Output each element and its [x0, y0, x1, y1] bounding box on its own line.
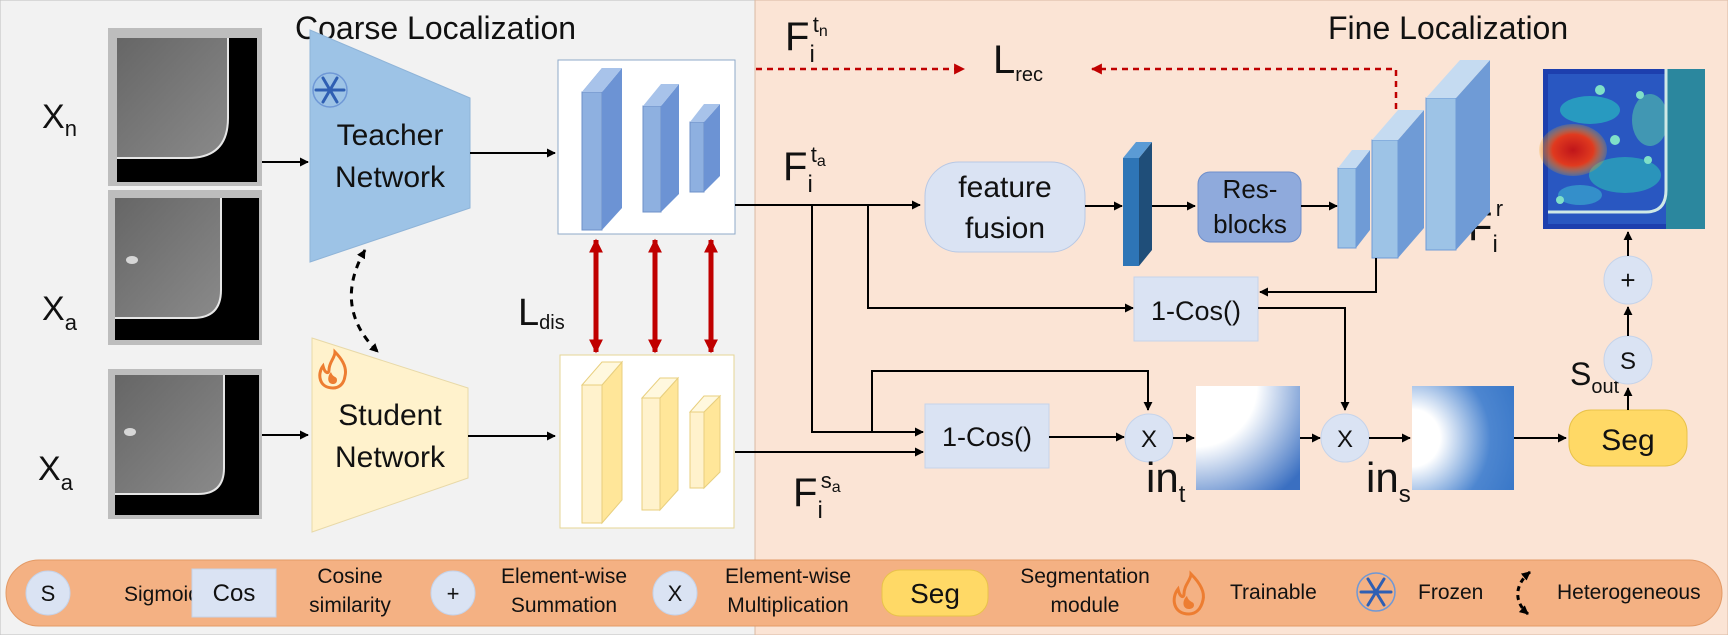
legend-mult-icon — [652, 570, 698, 616]
svg-text:Network: Network — [335, 161, 446, 194]
sum-node: + — [1603, 255, 1653, 305]
teacher-network: Teacher Network — [309, 29, 471, 263]
legend-seg-icon — [881, 569, 989, 617]
student-network: Student Network — [311, 337, 469, 533]
coarse-title: Coarse Localization — [295, 10, 576, 46]
svg-text:X: X — [1141, 426, 1157, 453]
svg-text:S: S — [41, 581, 56, 606]
legend-sigmoid-icon — [25, 570, 71, 616]
arrow-cos-top-mult2 — [1258, 307, 1350, 411]
legend-flame-icon — [1172, 570, 1205, 616]
svg-text:1-Cos(): 1-Cos() — [1151, 296, 1241, 326]
svg-text:Element-wise: Element-wise — [725, 565, 851, 588]
feature-label-fita: Fita — [783, 142, 826, 198]
loss-dis-label: Ldis — [518, 292, 565, 334]
arrow-fita-mult1 — [871, 370, 1153, 432]
svg-text:X: X — [668, 581, 683, 606]
svg-text:Frozen: Frozen — [1418, 581, 1483, 604]
svg-text:blocks: blocks — [1213, 209, 1287, 239]
legend-heterogeneous-icon — [1516, 570, 1531, 616]
svg-text:Network: Network — [335, 441, 446, 474]
int-label: int — [1146, 454, 1186, 508]
feature-label-fisa: Fisa — [793, 468, 841, 524]
ins-label: ins — [1366, 454, 1411, 508]
multiply-node-2: X — [1320, 413, 1370, 463]
fine-title: Fine Localization — [1328, 10, 1568, 46]
label-xn: Xn — [42, 98, 77, 141]
fused-feature-block — [1123, 142, 1152, 266]
svg-text:Res-: Res- — [1223, 174, 1278, 204]
svg-text:Cosine: Cosine — [317, 565, 382, 588]
svg-text:+: + — [1620, 265, 1635, 295]
svg-text:Summation: Summation — [511, 594, 617, 617]
seg-module: Seg — [1568, 409, 1688, 467]
svg-text:Sigmoid: Sigmoid — [124, 583, 200, 606]
svg-text:fusion: fusion — [965, 212, 1045, 245]
svg-text:Student: Student — [338, 399, 442, 432]
svg-text:similarity: similarity — [309, 594, 391, 617]
svg-text:module: module — [1051, 594, 1120, 617]
student-feature-blocks — [559, 354, 735, 529]
arrow-fita-cos-bottom — [811, 205, 924, 437]
svg-text:Segmentation: Segmentation — [1020, 565, 1150, 588]
input-image-anomaly-bottom — [108, 369, 262, 519]
svg-text:1-Cos(): 1-Cos() — [942, 422, 1032, 452]
svg-text:Cos: Cos — [213, 580, 256, 607]
legend-cos-icon — [191, 568, 277, 618]
teacher-feature-blocks — [557, 59, 736, 235]
resblocks-module: Res- blocks — [1197, 171, 1302, 243]
heterogeneous-arrow — [349, 249, 380, 354]
legend-snowflake-icon — [1356, 572, 1396, 612]
sigmoid-node: S — [1603, 335, 1653, 385]
label-xa-top: Xa — [42, 290, 78, 335]
arrow-fita-cos-top — [867, 205, 1134, 313]
in-s-map — [1412, 386, 1514, 490]
svg-text:Seg: Seg — [910, 578, 960, 609]
distillation-arrows — [589, 238, 718, 354]
svg-text:Trainable: Trainable — [1230, 581, 1317, 604]
label-xa-bottom: Xa — [38, 450, 74, 495]
svg-text:+: + — [447, 581, 460, 606]
reconstruction-blocks — [1337, 60, 1490, 259]
svg-text:Multiplication: Multiplication — [727, 594, 848, 617]
svg-text:Element-wise: Element-wise — [501, 565, 627, 588]
legend-sum-icon — [430, 570, 476, 616]
svg-text:Heterogeneous: Heterogeneous — [1557, 581, 1701, 604]
svg-text:S: S — [1620, 348, 1636, 375]
svg-text:X: X — [1337, 426, 1353, 453]
arrow-fir-cos-top — [1259, 258, 1377, 297]
in-t-map — [1196, 386, 1300, 490]
input-image-anomaly-top — [108, 190, 262, 345]
svg-text:feature: feature — [958, 171, 1051, 204]
anomaly-heatmap-output — [1539, 69, 1705, 229]
loss-rec-label: Lrec — [993, 38, 1043, 86]
svg-text:Teacher: Teacher — [337, 119, 444, 152]
feature-label-fitn: Fitn — [785, 12, 828, 68]
svg-text:Seg: Seg — [1601, 424, 1654, 457]
input-image-normal — [108, 28, 262, 186]
trainable-flame-icon — [318, 348, 347, 390]
sout-label: Sout — [1570, 356, 1620, 398]
legend: S Sigmoid Cos Cosine similarity + Elemen… — [5, 559, 1723, 627]
cos-module-top: 1-Cos() — [1133, 276, 1259, 342]
frozen-snowflake-icon — [312, 72, 348, 108]
cos-module-bottom: 1-Cos() — [924, 403, 1050, 469]
feature-fusion-module: feature fusion — [924, 161, 1086, 253]
